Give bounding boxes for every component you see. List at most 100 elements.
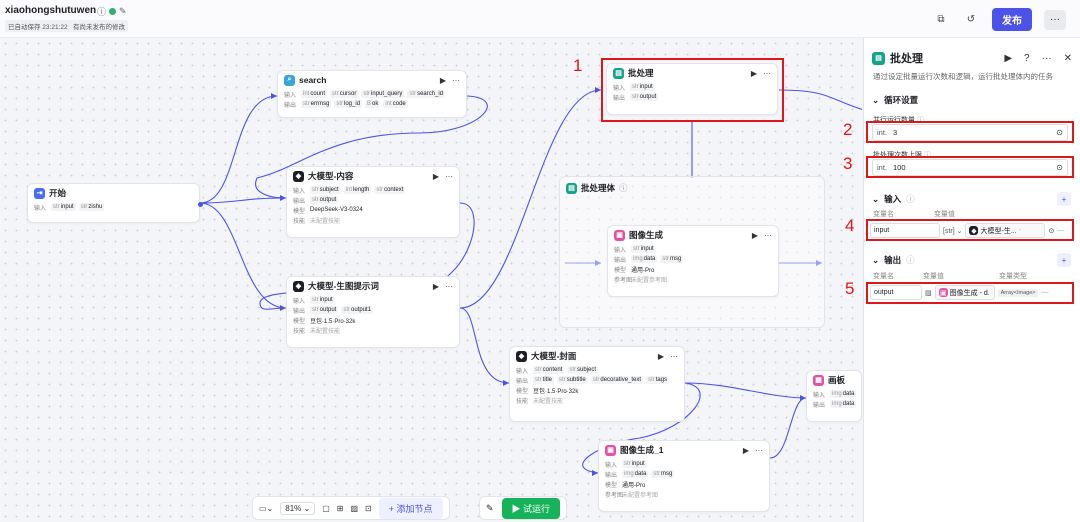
help-icon[interactable]: ? (1024, 52, 1030, 64)
output-var-name[interactable]: output (870, 285, 922, 300)
node-header: ◆ 大模型-生图提示词 ▶··· (287, 277, 459, 295)
var-value-header: 变量值 (934, 211, 955, 218)
remove-icon[interactable]: — (1057, 227, 1065, 234)
node-more-icon[interactable]: ··· (763, 68, 771, 78)
publish-button[interactable]: 发布 (992, 8, 1032, 31)
test-run-button[interactable]: ▶ 试运行 (501, 497, 561, 519)
canvas-toolbar: ▭⌄ 81% ⌄ ▢ ⊞ ▨ ⊡ + 添加节点 (252, 496, 450, 520)
edit-icon[interactable]: ✎ (119, 6, 127, 16)
output-port[interactable] (198, 202, 203, 207)
var-pill: strinput (51, 203, 76, 211)
node-search[interactable]: ⌕ search ▶··· 输入 intcount strcursor stri… (277, 70, 467, 118)
node-title: 开始 (49, 188, 67, 198)
input-ref-select[interactable]: ◆ 大模型-生... - (965, 223, 1046, 238)
node-batch[interactable]: ▤ 批处理 ▶··· 输入 strinput 输出 stroutput (606, 63, 778, 115)
image-gen-icon: ▣ (614, 229, 625, 241)
chevron-down-icon: ⌄ (872, 254, 880, 265)
layout-icon[interactable]: ⊞ (336, 503, 344, 513)
batch-icon: ▤ (872, 51, 885, 65)
variable-icon[interactable]: ⊙ (1056, 163, 1063, 172)
node-more-icon[interactable]: ··· (670, 351, 678, 361)
node-title: 图像生成 (629, 230, 664, 240)
parallel-count-input[interactable]: int. 3 ⊙ (872, 124, 1068, 141)
annotation-number-5: 5 (845, 279, 855, 298)
input-var-row: input [str] ⌄ ◆ 大模型-生... - ⊙ — (870, 222, 1070, 239)
comment-icon[interactable]: ▢ (322, 503, 330, 513)
output-var-row: output ▨ ▣ 图像生成 - d. Array<Image> — (870, 284, 1070, 301)
node-canvas-board[interactable]: ▦ 画板 输入 imgdata 输出 imgdata (806, 370, 862, 422)
info-icon[interactable]: ⓘ (97, 7, 107, 17)
annotation-box-4 (866, 219, 1074, 241)
output-ref-select[interactable]: ▣ 图像生成 - d. (934, 285, 995, 300)
variable-icon[interactable]: ⊙ (1056, 128, 1063, 137)
status-ok-icon (109, 8, 117, 15)
run-node-icon[interactable]: ▶ (432, 171, 439, 181)
add-input-button[interactable]: + (1057, 192, 1071, 206)
image-gen-icon: ▣ (938, 288, 948, 297)
loop-section-header[interactable]: ⌄ 循环设置 (872, 94, 919, 106)
more-button[interactable]: ··· (1044, 9, 1066, 30)
annotation-box-2 (866, 121, 1074, 143)
out-name-header: 变量名 (873, 273, 894, 280)
variable-icon[interactable]: ⊙ (1048, 227, 1055, 235)
zoom-select[interactable]: 81% ⌄ (280, 501, 316, 515)
copy-icon[interactable]: ⧉ (937, 14, 945, 25)
run-node-icon[interactable]: ▶ (751, 230, 758, 240)
run-node-icon[interactable]: ▶ (439, 75, 446, 85)
close-icon[interactable]: ✕ (1063, 52, 1072, 64)
chevron-down-icon: ⌄ (872, 193, 880, 204)
node-input-row: 输入 strinput strzishu (34, 203, 105, 212)
node-more-icon[interactable]: ··· (755, 445, 763, 455)
node-image-gen-1[interactable]: ▣ 图像生成_1 ▶··· 输入 strinput 输出 imgdata str… (598, 440, 770, 512)
run-icon[interactable]: ▶ (1004, 52, 1013, 64)
node-more-icon[interactable]: ··· (445, 171, 453, 181)
node-llm-content[interactable]: ◆ 大模型-内容 ▶··· 输入 strsubject intlength st… (286, 166, 460, 238)
history-icon[interactable]: ↺ (966, 14, 976, 25)
input-section-header[interactable]: ⌄ 输入 ⓘ + (864, 192, 1080, 206)
canvas-board-icon: ▦ (813, 374, 824, 386)
node-input-row: 输入 intcount strcursor strinput_query str… (284, 90, 446, 99)
input-var-name[interactable]: input (870, 223, 940, 238)
batch-body-icon: ▤ (566, 182, 577, 194)
max-batch-input[interactable]: int. 100 ⊙ (872, 159, 1068, 176)
node-llm-prompt[interactable]: ◆ 大模型-生图提示词 ▶··· 输入 strinput 输出 stroutpu… (286, 276, 460, 348)
start-icon: ⇥ (34, 187, 45, 199)
annotation-box-1 (601, 58, 784, 122)
node-output-row: 输出 strerrmsg strlog_id Bok intcode (284, 100, 408, 109)
node-more-icon[interactable]: ··· (452, 75, 460, 85)
run-node-icon[interactable]: ▶ (750, 68, 757, 78)
note-icon[interactable]: ⊡ (365, 503, 372, 513)
node-start[interactable]: ⇥ 开始 输入 strinput strzishu (27, 183, 203, 223)
project-status: ⓘ ✎ (97, 5, 127, 18)
output-section-header[interactable]: ⌄ 输出 ⓘ + (864, 253, 1080, 267)
node-title: 大模型-内容 (308, 171, 354, 181)
annotation-number-3: 3 (843, 154, 853, 173)
add-node-button[interactable]: + 添加节点 (378, 497, 443, 519)
node-title: 大模型-封面 (531, 351, 577, 361)
node-more-icon[interactable]: ··· (764, 230, 772, 240)
image-icon[interactable]: ▨ (350, 503, 359, 513)
image-gen-icon: ▣ (605, 444, 616, 456)
chevron-down-icon: ⌄ (872, 94, 880, 105)
node-header: ⌕ search ▶··· (278, 71, 466, 89)
remove-icon[interactable]: — (1041, 289, 1049, 296)
minimap-icon[interactable]: ▭⌄ (259, 503, 274, 513)
top-bar: xiaohongshutuwen ⓘ ✎ 已自动保存 23:21:22 有尚未发… (0, 0, 1080, 38)
node-llm-cover[interactable]: ◆ 大模型-封面 ▶··· 输入 strcontent strsubject 输… (509, 346, 685, 422)
more-icon[interactable]: ··· (1041, 52, 1052, 64)
run-node-icon[interactable]: ▶ (657, 351, 664, 361)
output-type-badge: Array<Image> (997, 288, 1039, 297)
workflow-canvas[interactable]: ⇥ 开始 输入 strinput strzishu ⌕ search ▶··· … (0, 38, 862, 522)
node-header: ▦ 画板 (807, 371, 861, 389)
debug-icon[interactable]: ✎ (486, 502, 494, 513)
unpublished-badge: 有尚未发布的修改 (70, 20, 128, 32)
run-node-icon[interactable]: ▶ (432, 281, 439, 291)
type-select[interactable]: [str] ⌄ (943, 227, 963, 235)
node-header: ▤ 批处理 ▶··· (607, 64, 777, 82)
node-more-icon[interactable]: ··· (445, 281, 453, 291)
run-node-icon[interactable]: ▶ (742, 445, 749, 455)
info-icon[interactable]: ⓘ (619, 183, 628, 193)
add-output-button[interactable]: + (1057, 253, 1071, 267)
node-image-gen[interactable]: ▣ 图像生成 ▶··· 输入 strinput 输出 imgdata strms… (607, 225, 779, 297)
run-group: ✎ ▶ 试运行 (479, 496, 568, 520)
